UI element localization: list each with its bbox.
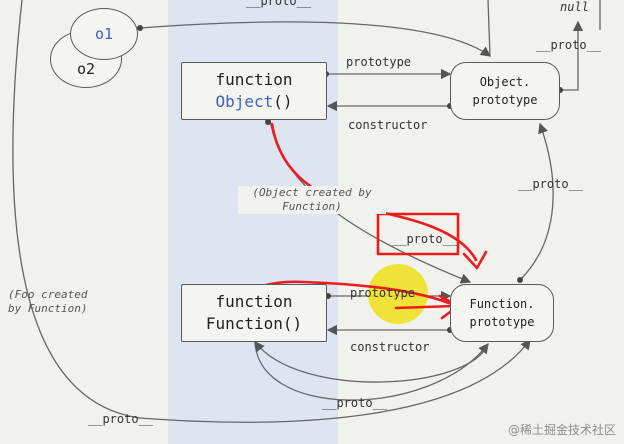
function-function-keyword: function — [215, 292, 293, 311]
edge-foo-proto — [12, 0, 531, 423]
label-prototype-top: prototype — [346, 55, 412, 69]
object-function-keyword: function — [215, 70, 293, 89]
label-null: null — [560, 0, 589, 14]
label-proto-bottom-center: __proto__ — [322, 396, 388, 410]
red-box-proto — [376, 212, 460, 256]
o2-label: o2 — [76, 60, 96, 78]
object-function-name: Object — [215, 92, 274, 111]
label-foo-created-by-function: (Foo created by Function) — [8, 288, 88, 315]
object-prototype-box: Object. prototype — [450, 62, 560, 120]
function-prototype-line2: prototype — [469, 315, 535, 329]
red-arrowhead-1 — [462, 250, 488, 270]
label-proto-highlighted: __proto__ — [392, 232, 458, 246]
label-prototype-bottom: prototype — [350, 286, 416, 300]
edge-function-proto-loop — [254, 335, 489, 401]
edge-objproto-null — [560, 20, 584, 91]
edge-o1-proto — [139, 21, 492, 57]
label-proto-bottom-left: __proto__ — [88, 412, 154, 426]
function-function-signature: Function() — [205, 314, 303, 333]
o1-label: o1 — [94, 25, 114, 43]
function-prototype-line1: Function. — [469, 297, 535, 311]
label-constructor-top: constructor — [348, 118, 428, 132]
object-function-box: function Object() — [181, 62, 327, 120]
label-constructor-bottom: constructor — [350, 340, 430, 354]
object-function-signature: Object() — [215, 91, 292, 113]
label-object-created-by-function: (Object created by Function) — [238, 186, 386, 214]
o1-node: o1 — [70, 8, 138, 60]
object-prototype-line2: prototype — [472, 93, 538, 107]
label-proto-function-to-object: __proto__ — [518, 177, 584, 191]
yellow-highlight-spot — [368, 264, 428, 324]
function-function-box: function Function() — [181, 284, 327, 342]
watermark: @稀土掘金技术社区 — [507, 423, 616, 437]
red-line-prototype — [394, 304, 456, 310]
label-null-proto: __proto__ — [536, 38, 602, 52]
edge-fnproto-objproto — [519, 122, 554, 281]
object-prototype-line1: Object. — [479, 75, 531, 89]
label-top-proto: __proto__ — [246, 0, 312, 8]
function-prototype-box: Function. prototype — [450, 284, 554, 342]
object-function-parens: () — [273, 92, 293, 111]
